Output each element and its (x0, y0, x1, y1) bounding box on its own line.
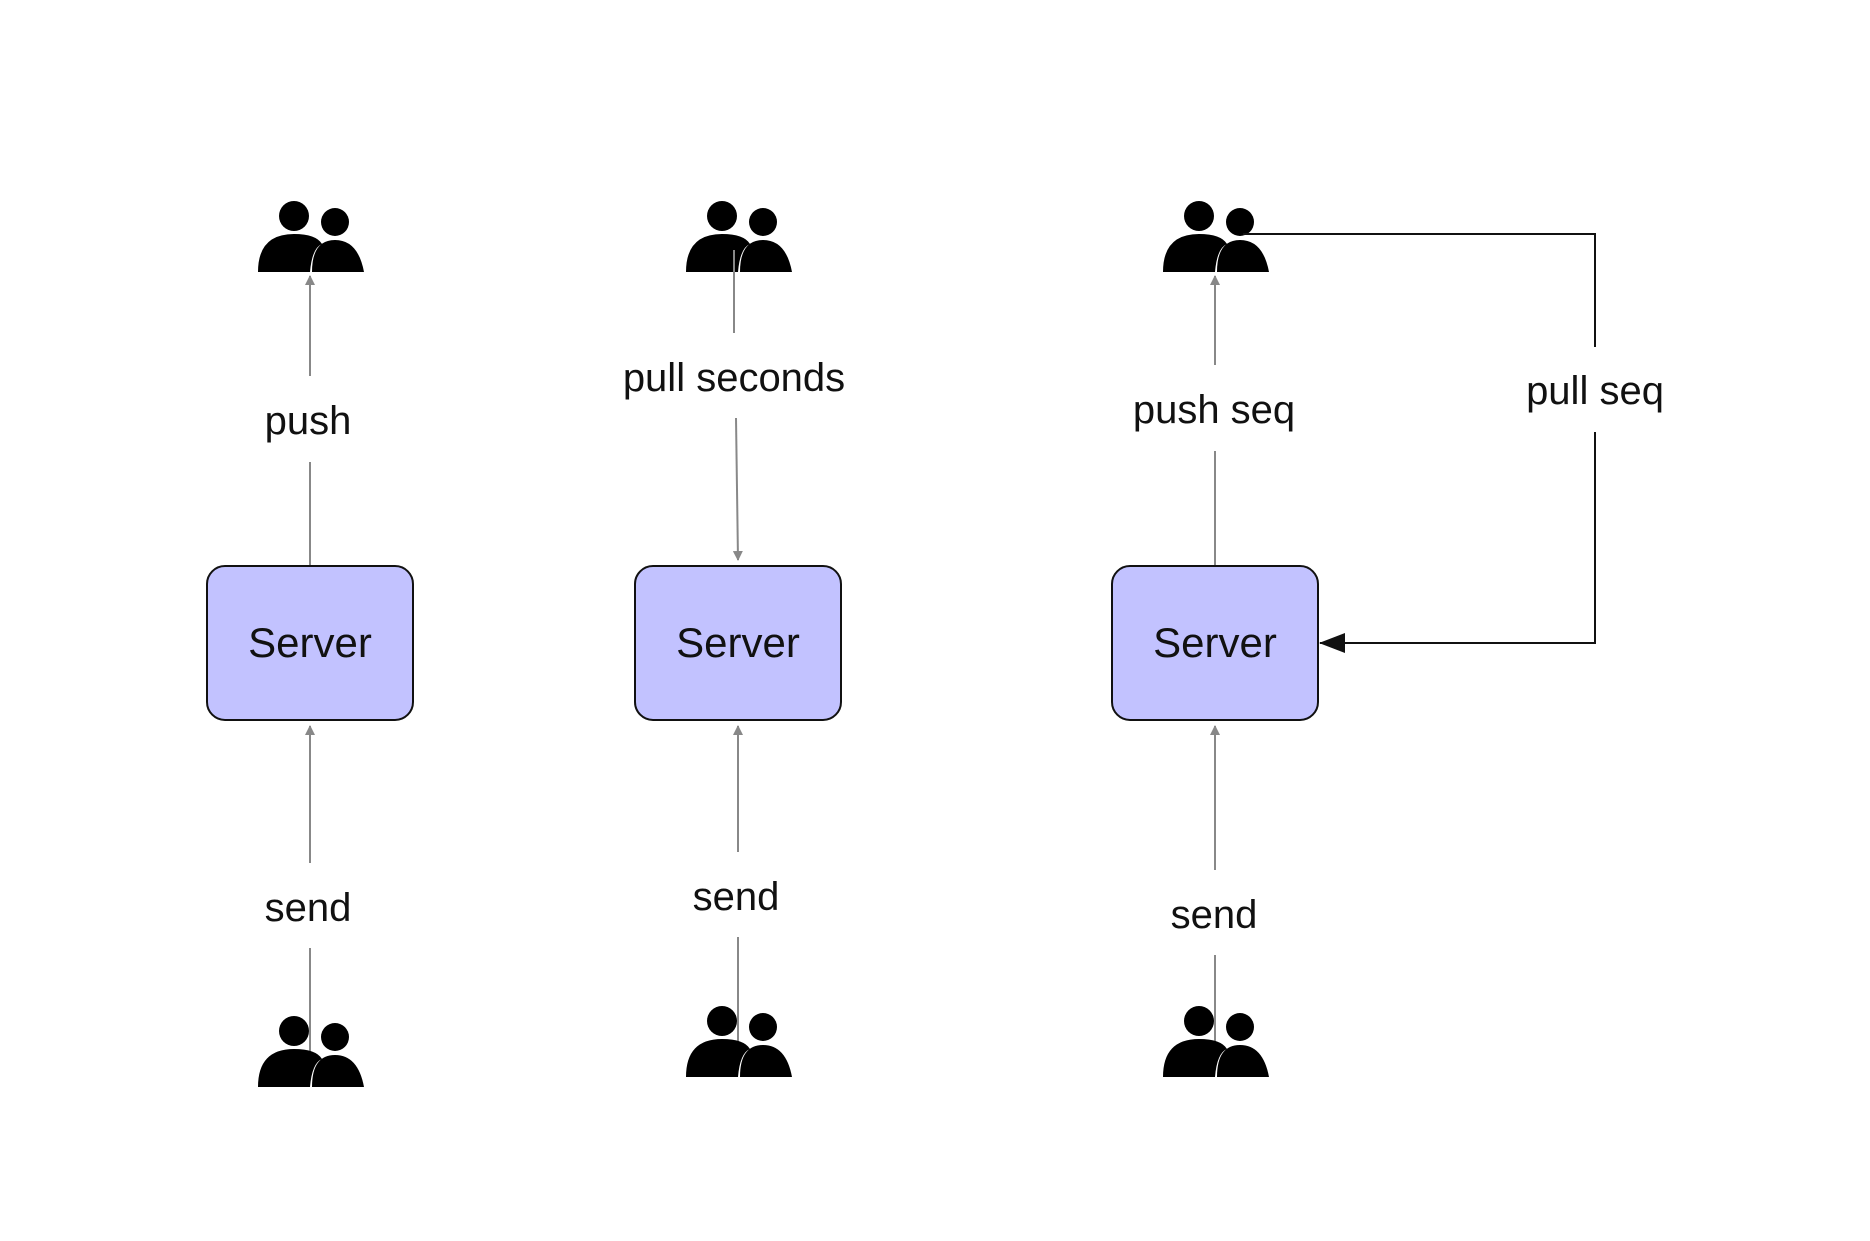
users-icon (686, 201, 792, 272)
server-label: Server (1153, 619, 1277, 666)
server-node[interactable]: Server (634, 565, 842, 721)
server-node[interactable]: Server (206, 565, 414, 721)
panel-push-pull-seq: push seq pull seq Server send (1111, 201, 1664, 1077)
send-label: send (693, 875, 780, 919)
panel-push: push Server send (206, 201, 414, 1087)
server-label: Server (676, 619, 800, 666)
server-label: Server (248, 619, 372, 666)
users-icon (1163, 201, 1269, 272)
pull-seq-connector-bottom (1319, 432, 1596, 653)
pull-seconds-arrow-lower-segment (732, 417, 743, 561)
pull-seq-label: pull seq (1526, 369, 1664, 413)
send-label: send (1171, 893, 1258, 937)
server-node[interactable]: Server (1111, 565, 1319, 721)
send-label: send (265, 886, 352, 930)
panel-pull-seconds: pull seconds Server send (623, 201, 845, 1077)
push-label: push (265, 399, 352, 443)
users-icon (258, 201, 364, 272)
pull-seq-connector-top (1243, 233, 1596, 347)
push-seq-label: push seq (1133, 388, 1295, 432)
pull-seconds-label: pull seconds (623, 356, 845, 400)
